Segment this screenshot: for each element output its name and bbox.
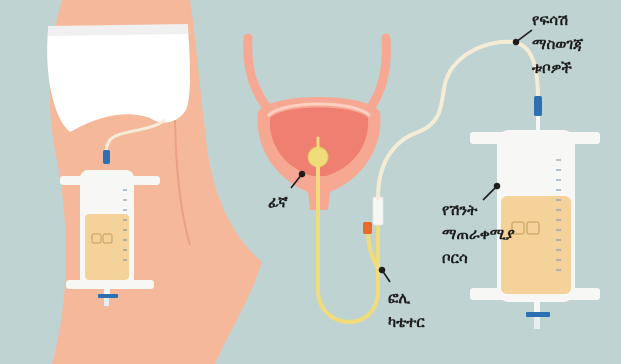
leg-urine-bag xyxy=(80,170,134,306)
bag-connector xyxy=(534,96,542,116)
label-urine-bag-line3: ቦርሳ xyxy=(442,246,515,270)
label-bladder-balloon-text: ፊኛ xyxy=(268,190,288,214)
label-urine-bag-line2: ማጠራቀሚያ xyxy=(442,222,515,246)
underwear-waist xyxy=(48,24,188,36)
label-drainage-tubing: የፍሳሽ ማስወገጃ ቱቦዎች xyxy=(532,8,583,80)
catheter-connector xyxy=(373,197,383,225)
label-foley-catheter: ፎሊ ካቴተር xyxy=(388,286,425,334)
label-foley-catheter-line2: ካቴተር xyxy=(388,310,425,334)
label-foley-catheter-line1: ፎሊ xyxy=(388,286,425,310)
label-urine-bag: የሽንት ማጠራቀሚያ ቦርሳ xyxy=(442,198,515,270)
label-drainage-tubing-line2: ማስወገጃ xyxy=(532,32,583,56)
label-urine-bag-line1: የሽንት xyxy=(442,198,515,222)
label-drainage-tubing-line3: ቱቦዎች xyxy=(532,56,583,80)
ureter-right xyxy=(368,38,386,112)
ureter-left xyxy=(248,38,270,112)
bag-drain-valve xyxy=(526,312,550,317)
label-bladder-balloon: ፊኛ xyxy=(268,190,288,214)
catheter-clamp xyxy=(363,222,372,234)
leg-bag-connector xyxy=(103,150,110,164)
label-drainage-tubing-line1: የፍሳሽ xyxy=(532,8,583,32)
